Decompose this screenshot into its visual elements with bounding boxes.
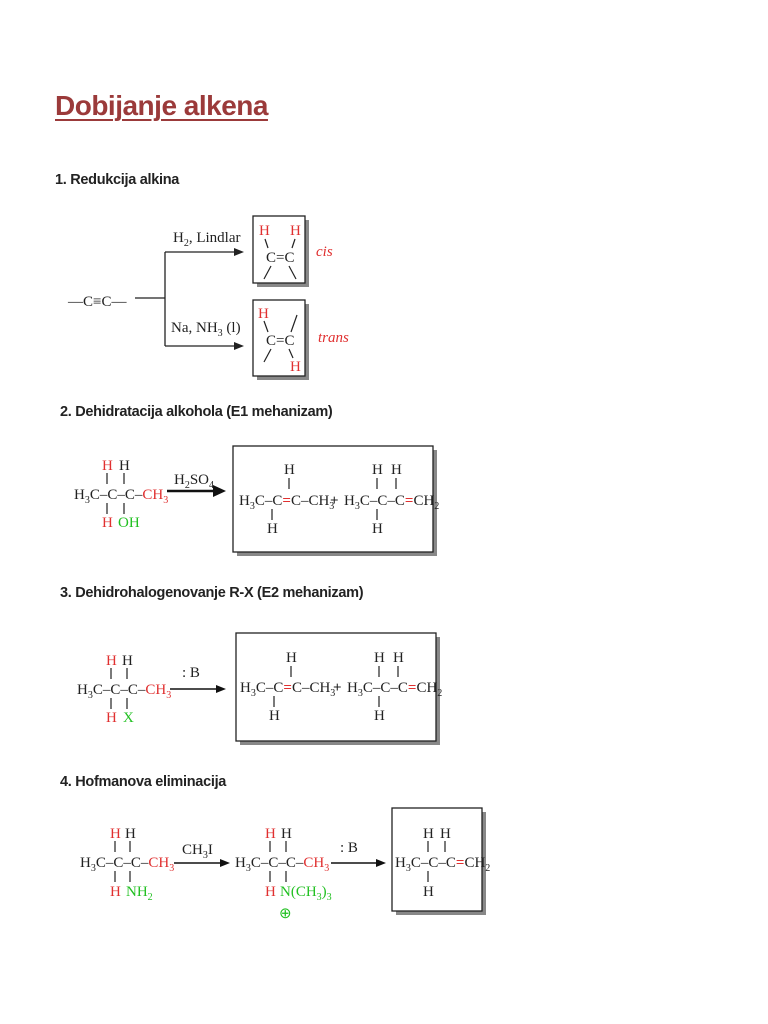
ammonium-formula: H3C–C–C–CH3 bbox=[235, 855, 329, 874]
section-heading-3: 3. Dehidrohalogenovanje R-X (E2 mehaniza… bbox=[60, 585, 364, 601]
reagent-h2so4: H2SO4 bbox=[174, 472, 214, 491]
rx-formula: H3C–C–C–CH3 bbox=[77, 682, 171, 701]
reagent-lindlar: H2, Lindlar bbox=[173, 230, 241, 249]
trans-h-top: H bbox=[258, 306, 269, 322]
rx-h-top: H bbox=[122, 653, 133, 669]
pB-h2: H bbox=[393, 650, 404, 666]
prod-h1: H bbox=[423, 826, 434, 842]
pA-h-top: H bbox=[284, 462, 295, 478]
rx-h-red-top: H bbox=[106, 653, 117, 669]
pA-h-bottom: H bbox=[267, 521, 278, 537]
pB-h3: H bbox=[374, 708, 385, 724]
prod-h2: H bbox=[440, 826, 451, 842]
amine-h-red-top: H bbox=[110, 826, 121, 842]
section-heading-1: 1. Redukcija alkina bbox=[55, 172, 180, 188]
arrow-cis-head bbox=[234, 248, 244, 256]
amine-h-top: H bbox=[125, 826, 136, 842]
products-box bbox=[235, 632, 437, 742]
arrow-1-head bbox=[220, 859, 230, 867]
pB-h1: H bbox=[374, 650, 385, 666]
arrow-trans-head bbox=[234, 342, 244, 350]
product-formula: H3C–C–C=CH2 bbox=[395, 855, 490, 874]
product-a-formula: H3C–C=C–CH3 bbox=[239, 493, 334, 512]
product-a-formula: H3C–C=C–CH3 bbox=[240, 680, 335, 699]
products-box bbox=[232, 445, 434, 553]
alcohol-formula: H3C–C–C–CH3 bbox=[74, 487, 168, 506]
page-title: Dobijanje alkena bbox=[55, 90, 268, 121]
reactant-h-red-top: H bbox=[102, 458, 113, 474]
product-box bbox=[391, 807, 483, 912]
plus: + bbox=[333, 680, 342, 696]
amm-h-top: H bbox=[281, 826, 292, 842]
amm-h-red-bottom: H bbox=[265, 884, 276, 900]
reactant-h-top: H bbox=[119, 458, 130, 474]
cis-label: cis bbox=[316, 244, 333, 260]
reagent-base: : B bbox=[182, 665, 200, 681]
trans-cc: C=C bbox=[266, 333, 294, 349]
reagent-ch3i: CH3I bbox=[182, 842, 213, 861]
trans-product-box bbox=[252, 299, 306, 377]
trans-h-bottom: H bbox=[290, 359, 301, 375]
plus: + bbox=[330, 493, 339, 509]
amine-formula: H3C–C–C–CH3 bbox=[80, 855, 174, 874]
pB-h3: H bbox=[372, 521, 383, 537]
rx-h-red-bottom: H bbox=[106, 710, 117, 726]
reactant-oh: OH bbox=[118, 515, 140, 531]
cis-product-box bbox=[252, 215, 306, 284]
reagent-na-nh3: Na, NH3 (l) bbox=[171, 320, 241, 339]
scheme-alkyne-reduction: —C≡C— H2, Lindlar Na, NH3 (l) H H C=C ci… bbox=[67, 215, 349, 380]
arrow-head bbox=[213, 485, 226, 497]
pB-h1: H bbox=[372, 462, 383, 478]
prod-h3: H bbox=[423, 884, 434, 900]
arrow-2-head bbox=[376, 859, 386, 867]
amm-n-group: N(CH3)3 bbox=[280, 884, 332, 903]
reagent-base: : B bbox=[340, 840, 358, 856]
trans-label: trans bbox=[318, 330, 349, 346]
rx-x: X bbox=[123, 710, 134, 726]
cis-cc: C=C bbox=[266, 250, 294, 266]
scheme-dehydrohalogenation: H H H3C–C–C–CH3 H X : B H H3C–C=C–CH3 H … bbox=[77, 632, 442, 745]
product-b-formula: H3C–C–C=CH2 bbox=[344, 493, 439, 512]
alkyne-formula: —C≡C— bbox=[67, 294, 127, 310]
cis-h-right: H bbox=[290, 223, 301, 239]
section-heading-4: 4. Hofmanova eliminacija bbox=[60, 774, 227, 790]
pA-h-top: H bbox=[286, 650, 297, 666]
pB-h2: H bbox=[391, 462, 402, 478]
pA-h-bottom: H bbox=[269, 708, 280, 724]
amm-h-red-top: H bbox=[265, 826, 276, 842]
scheme-hofmann-elimination: H H H3C–C–C–CH3 H NH2 CH3I H H H3C–C–C–C… bbox=[80, 807, 490, 922]
positive-charge: ⊕ bbox=[279, 906, 292, 922]
cis-h-left: H bbox=[259, 223, 270, 239]
reactant-h-red-bottom: H bbox=[102, 515, 113, 531]
section-heading-2: 2. Dehidratacija alkohola (E1 mehanizam) bbox=[60, 404, 333, 420]
product-b-formula: H3C–C–C=CH2 bbox=[347, 680, 442, 699]
amine-nh2: NH2 bbox=[126, 884, 153, 903]
arrow-head bbox=[216, 685, 226, 693]
amine-h-red-bottom: H bbox=[110, 884, 121, 900]
scheme-alcohol-dehydration: H H H3C–C–C–CH3 H OH H2SO4 H H3C–C=C–CH3… bbox=[74, 445, 439, 556]
